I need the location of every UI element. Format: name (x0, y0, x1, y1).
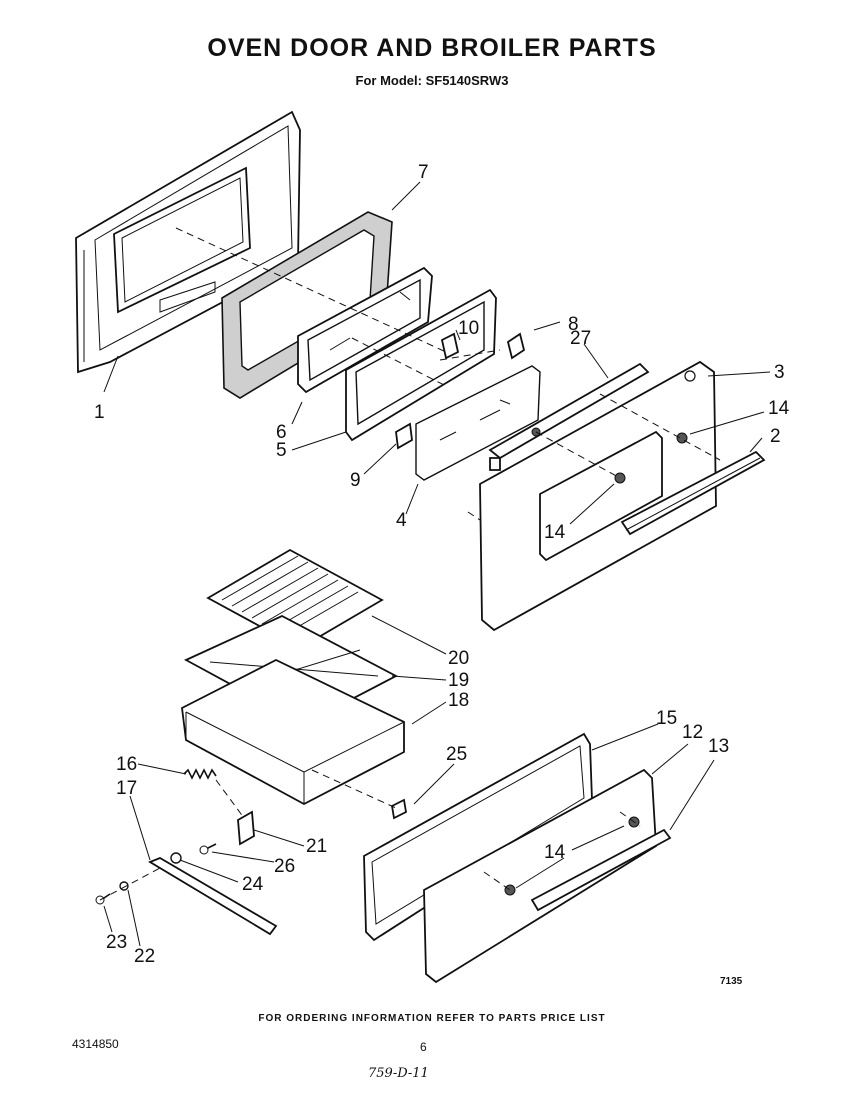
callout-19: 19 (448, 670, 469, 691)
part-13-drawer-handle (530, 828, 672, 912)
part-27-top-trim (488, 362, 650, 471)
page-title: OVEN DOOR AND BROILER PARTS (207, 34, 657, 62)
handwritten-note: 759-D-11 (368, 1066, 429, 1081)
alignment-lines (99, 227, 721, 901)
callout-22: 22 (134, 946, 155, 967)
part-26-screw (199, 843, 217, 855)
callout-6: 6 (276, 422, 287, 443)
callout-15: 15 (656, 708, 677, 729)
document-number: 4314850 (72, 1037, 119, 1051)
callout-16: 16 (116, 754, 137, 775)
ordering-footer: FOR ORDERING INFORMATION REFER TO PARTS … (258, 1013, 606, 1024)
callout-17: 17 (116, 778, 137, 799)
callout-18: 18 (448, 690, 469, 711)
page-number: 6 (420, 1040, 427, 1054)
callout-7: 7 (418, 162, 429, 183)
callout-14-drawer: 14 (544, 842, 566, 863)
callout-27: 27 (570, 328, 591, 349)
callout-12: 12 (682, 722, 703, 743)
callout-5: 5 (276, 440, 287, 461)
part-2-door-handle (620, 450, 766, 536)
part-24-washer (170, 852, 182, 864)
callout-26: 26 (274, 856, 295, 877)
callout-14-door: 14 (768, 398, 790, 419)
callout-8: 8 (568, 314, 579, 335)
model-subtitle: For Model: SF5140SRW3 (355, 73, 509, 88)
part-21-latch (237, 810, 255, 846)
callout-labels: 1 2 3 4 5 6 7 8 9 10 12 13 14 14 14 15 1… (94, 162, 790, 967)
part-9-bracket (395, 422, 413, 450)
callout-10: 10 (458, 318, 479, 339)
callout-3: 3 (774, 362, 785, 383)
part-23-screw (95, 893, 111, 905)
callout-21: 21 (306, 836, 327, 857)
part-8-bracket (506, 332, 526, 360)
part-6-inner-glass (297, 266, 433, 394)
leader-lines (103, 181, 771, 947)
part-18-broiler-pan (181, 658, 405, 806)
part-17-bracket-rail (147, 857, 278, 936)
part-4-outer-glass (415, 365, 541, 481)
callout-1: 1 (94, 402, 105, 423)
callout-20: 20 (448, 648, 469, 669)
part-10-bracket (440, 332, 460, 360)
callout-14-handle: 14 (544, 522, 566, 543)
callout-25: 25 (446, 744, 467, 765)
part-1-inner-door-liner (75, 110, 301, 374)
callout-13: 13 (708, 736, 729, 757)
callout-2: 2 (770, 426, 781, 447)
figure-number: 7135 (720, 976, 743, 987)
part-16-spring (183, 768, 217, 780)
callout-24: 24 (242, 874, 264, 895)
callout-23: 23 (106, 932, 127, 953)
part-25-clip (391, 798, 407, 820)
callout-9: 9 (350, 470, 361, 491)
callout-4: 4 (396, 510, 407, 531)
